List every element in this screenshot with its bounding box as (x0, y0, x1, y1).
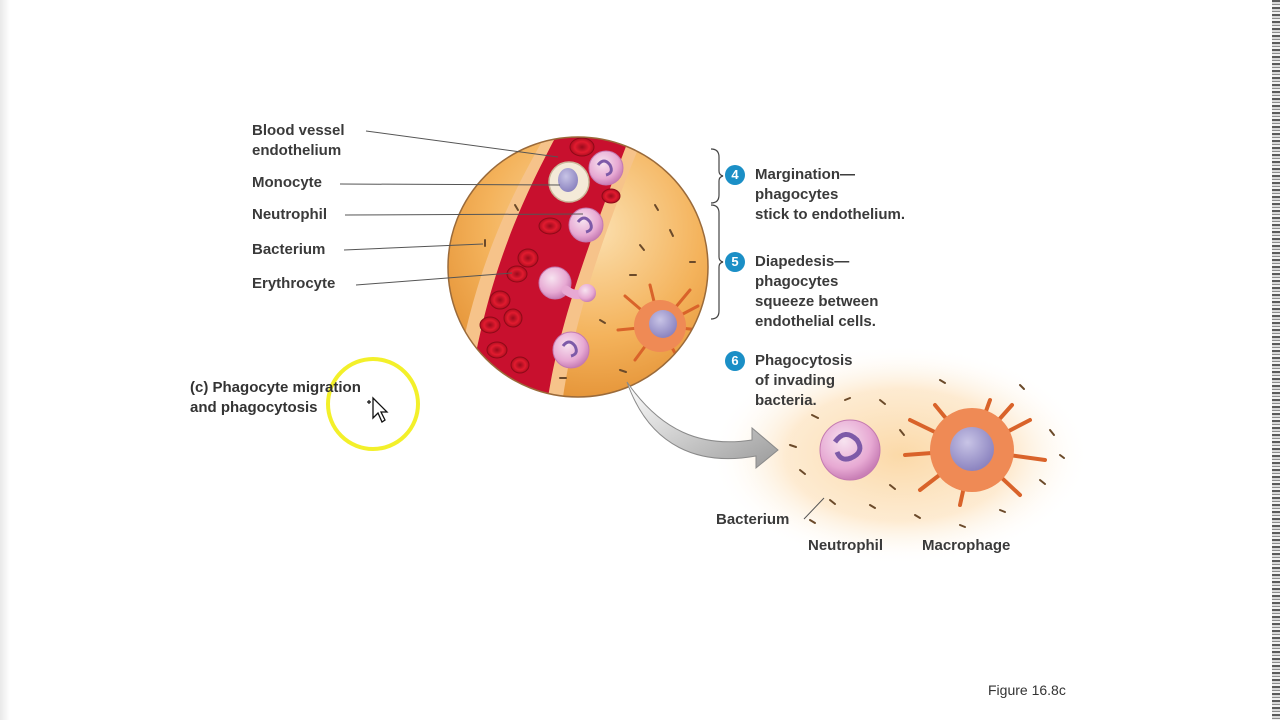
window-left-edge (0, 0, 10, 720)
step-line: squeeze between (755, 293, 879, 310)
label-bottom-macrophage: Macrophage (922, 537, 1011, 554)
neutrophil-illustration (819, 419, 881, 481)
zoom-arrow (626, 381, 779, 470)
tissue-glow (710, 345, 1090, 565)
macrophage-illustration (903, 398, 1047, 507)
magnifier-outline (447, 136, 709, 398)
figure-number: Figure 16.8c (988, 682, 1066, 698)
figure-caption: (c) Phagocyte migration and phagocytosis (190, 378, 361, 418)
step-5-text: Diapedesis— phagocytes squeeze between e… (755, 252, 878, 332)
step-line: Margination— (755, 166, 855, 183)
label-bottom-bacterium: Bacterium (716, 511, 790, 528)
caption-letter: (c) (190, 379, 209, 396)
step-6-text: Phagocytosis of invading bacteria. (755, 351, 853, 411)
step-line: of invading (755, 372, 835, 389)
label-erythrocyte: Erythrocyte (252, 275, 336, 292)
step-5-badge: 5 (725, 252, 745, 272)
label-bacterium: Bacterium (252, 241, 326, 258)
window-right-edge (1272, 0, 1280, 720)
magnified-vessel (448, 137, 708, 397)
label-line: endothelium (252, 142, 342, 159)
step-line: phagocytes (755, 273, 839, 290)
step-line: phagocytes (755, 186, 839, 203)
step-line: stick to endothelium. (755, 206, 906, 223)
bacteria-dashes (789, 379, 1065, 528)
step-line: bacteria. (755, 392, 817, 409)
cursor-highlight (326, 357, 420, 451)
label-line: Blood vessel (252, 122, 345, 139)
step-6-badge: 6 (725, 351, 745, 371)
cursor-arrow-icon (367, 396, 389, 423)
step-line: Diapedesis— (755, 253, 850, 270)
step-4-badge: 4 (725, 165, 745, 185)
label-bottom-neutrophil: Neutrophil (808, 537, 883, 554)
step-line: endothelial cells. (755, 313, 876, 330)
leader-lines (339, 130, 825, 520)
caption-line: Phagocyte migration (212, 379, 361, 396)
label-blood-vessel-endothelium: Blood vessel endothelium (252, 121, 345, 161)
step-line: Phagocytosis (755, 352, 853, 369)
step-brackets (710, 148, 724, 320)
caption-line: and phagocytosis (190, 399, 318, 416)
label-monocyte: Monocyte (252, 174, 323, 191)
label-neutrophil: Neutrophil (252, 206, 327, 223)
step-4-text: Margination— phagocytes stick to endothe… (755, 165, 905, 225)
